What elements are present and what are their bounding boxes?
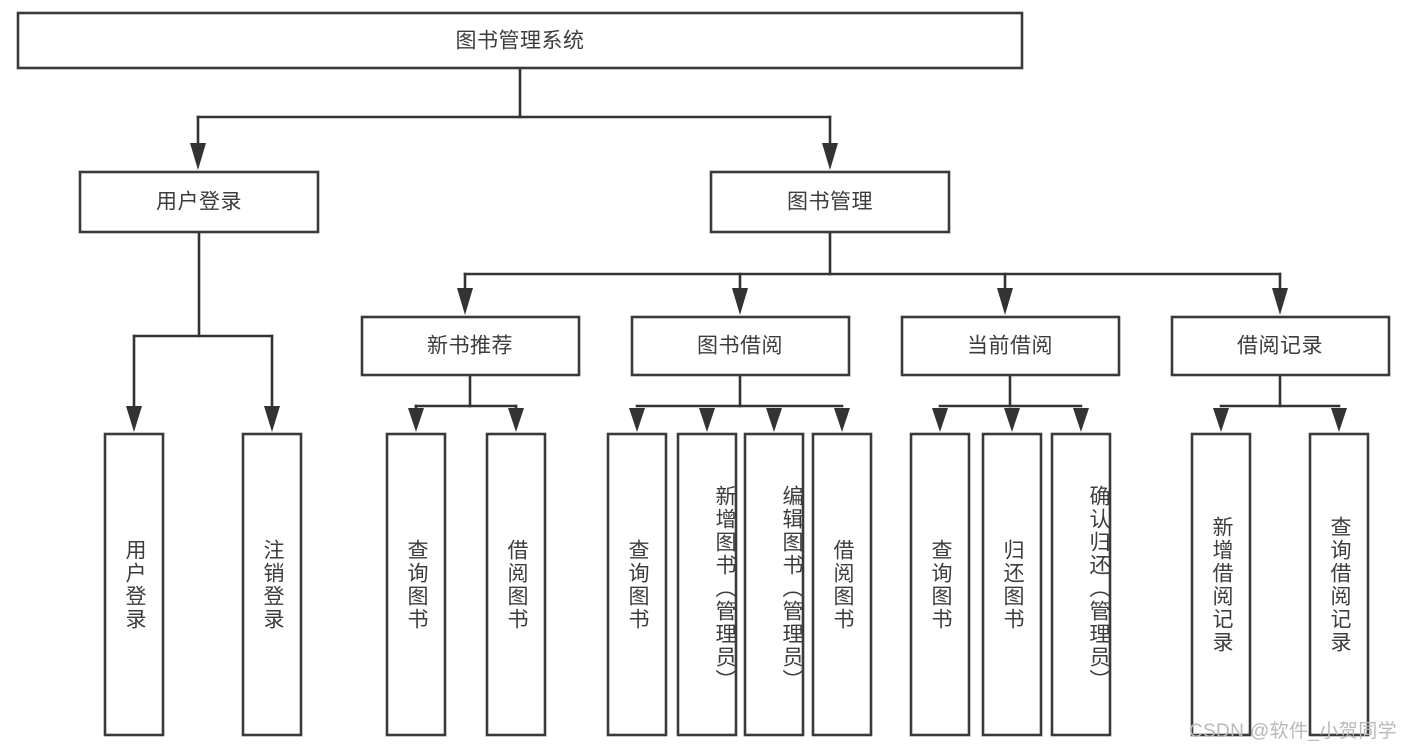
- node-borrow-record-box[interactable]: [1170, 315, 1391, 377]
- leaf-add-record-box[interactable]: [1190, 432, 1252, 737]
- node-new-book-recommend-box[interactable]: [360, 315, 581, 377]
- arrow-to-leaf-query-book-borrow: [629, 408, 645, 432]
- leaf-return-book-box[interactable]: [981, 432, 1043, 737]
- leaf-borrow-book-box[interactable]: [811, 432, 873, 737]
- node-current-borrow-label: 当前借阅: [967, 335, 1053, 358]
- node-root-label: 图书管理系统: [456, 30, 585, 53]
- node-borrow-record[interactable]: 借阅记录: [1170, 315, 1391, 377]
- arrow-to-leaf-user-login: [126, 406, 142, 432]
- leaf-confirm-return-box[interactable]: [1050, 432, 1112, 737]
- leaf-user-login-box[interactable]: [103, 432, 165, 737]
- arrow-to-leaf-logout: [264, 406, 280, 432]
- node-borrow-record-label: 借阅记录: [1237, 335, 1323, 358]
- node-user-login-box[interactable]: [78, 170, 320, 234]
- leaf-add-book-box[interactable]: [676, 432, 738, 737]
- node-book-manage-label: 图书管理: [787, 191, 873, 214]
- arrow-to-leaf-borrow-book: [834, 408, 850, 432]
- arrow-to-leaf-return-book: [1004, 408, 1020, 432]
- node-current-borrow-box[interactable]: [900, 315, 1121, 377]
- arrow-to-leaf-query-book-rec: [408, 408, 424, 432]
- connector-layer: [126, 66, 1347, 432]
- arrow-to-leaf-query-book-current: [932, 408, 948, 432]
- arrow-to-leaf-add-record: [1213, 408, 1229, 432]
- leaf-query-book-current-box[interactable]: [909, 432, 971, 737]
- arrow-to-leaf-confirm-return: [1073, 408, 1089, 432]
- arrow-to-user-login: [190, 143, 206, 170]
- node-root[interactable]: 图书管理系统: [16, 11, 1024, 70]
- leaf-query-record-box[interactable]: [1308, 432, 1370, 737]
- node-current-borrow[interactable]: 当前借阅: [900, 315, 1121, 377]
- arrow-to-leaf-add-book: [699, 408, 715, 432]
- leaf-box-layer: [103, 432, 1370, 737]
- arrow-to-book-manage: [822, 143, 838, 170]
- node-root-box[interactable]: [16, 11, 1024, 70]
- arrow-to-book-borrow: [732, 288, 748, 315]
- node-book-manage-box[interactable]: [709, 170, 951, 234]
- node-new-book-recommend[interactable]: 新书推荐: [360, 315, 581, 377]
- node-user-login[interactable]: 用户登录: [78, 170, 320, 234]
- node-book-borrow-label: 图书借阅: [697, 335, 783, 358]
- leaf-borrow-book-rec-box[interactable]: [485, 432, 547, 737]
- csdn-watermark: CSDN @软件_小贺同学: [1188, 721, 1397, 742]
- arrow-to-current-borrow: [997, 288, 1013, 315]
- leaf-edit-book-box[interactable]: [743, 432, 805, 737]
- leaf-logout-box[interactable]: [241, 432, 303, 737]
- node-book-manage[interactable]: 图书管理: [709, 170, 951, 234]
- arrow-to-leaf-query-record: [1331, 408, 1347, 432]
- leaf-query-book-borrow-box[interactable]: [606, 432, 668, 737]
- leaf-query-book-rec-box[interactable]: [385, 432, 447, 737]
- arrow-to-new-book-recommend: [457, 288, 473, 315]
- arrow-to-leaf-borrow-book-rec: [508, 408, 524, 432]
- node-book-borrow[interactable]: 图书借阅: [630, 315, 851, 377]
- node-book-borrow-box[interactable]: [630, 315, 851, 377]
- node-new-book-recommend-label: 新书推荐: [427, 335, 513, 358]
- arrow-to-borrow-record: [1272, 288, 1288, 315]
- node-user-login-label: 用户登录: [156, 191, 242, 214]
- arrow-to-leaf-edit-book: [766, 408, 782, 432]
